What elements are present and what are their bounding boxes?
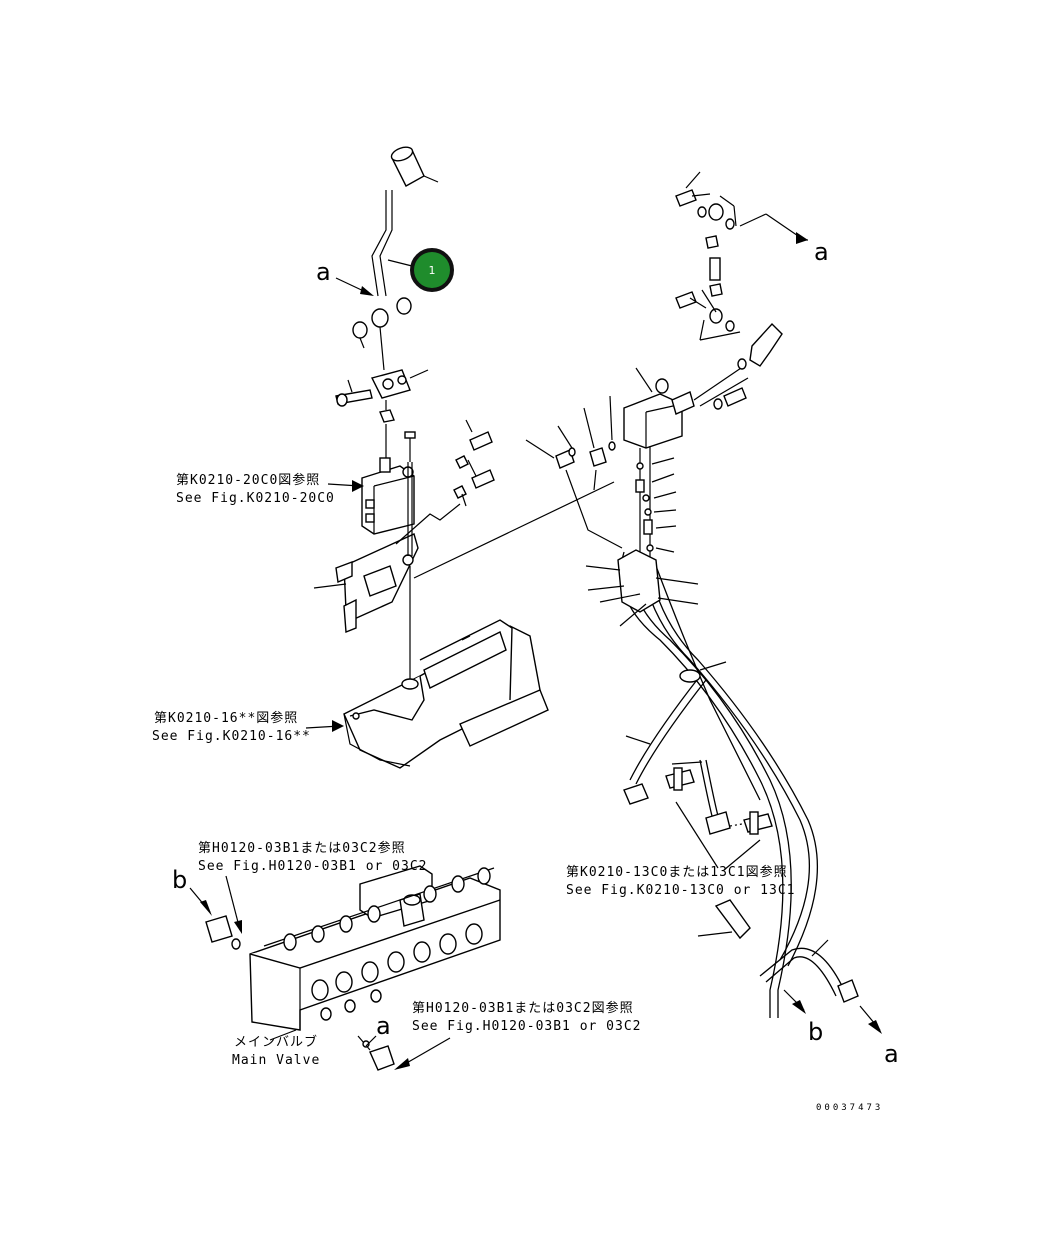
ref-k0210-20c0-en: See Fig.K0210-20C0: [176, 491, 335, 506]
letter-b-left: b: [172, 866, 187, 894]
ref-k0210-16-en: See Fig.K0210-16**: [152, 729, 311, 744]
lever-rod: [371, 190, 393, 297]
callout-number: 1: [429, 264, 436, 277]
arrows: [189, 232, 882, 1070]
lever-grip: [390, 146, 439, 187]
ref-k0210-16-jp: 第K0210-16**図参照: [154, 710, 298, 726]
lever-bracket: [335, 369, 429, 460]
letter-b-bottom: b: [808, 1018, 823, 1046]
callout-badge[interactable]: 1: [387, 248, 454, 292]
console-base: [343, 619, 549, 769]
pilot-valve: [525, 358, 749, 560]
hose-fittings: [623, 767, 859, 1003]
letter-a-bottom: a: [884, 1040, 899, 1068]
ref-h0120-bottom-jp: 第H0120-03B1または03C2図参照: [412, 1000, 634, 1016]
small-bolts: [404, 419, 495, 507]
hose-bundle: [585, 549, 845, 1018]
ref-h0120-top-jp: 第H0120-03B1または03C2参照: [198, 840, 406, 856]
fittings-column: [565, 457, 677, 553]
upper-linkage: [675, 171, 805, 367]
letter-a-top-left: a: [316, 258, 331, 286]
ref-k0210-13-jp: 第K0210-13C0または13C1図参照: [566, 864, 788, 880]
mount-plate: [313, 462, 461, 680]
ref-h0120-top-en: See Fig.H0120-03B1 or 03C2: [198, 859, 428, 874]
lever-collar: [352, 297, 412, 371]
letter-a-valve: a: [376, 1012, 391, 1040]
valve-spool-caps: [283, 867, 491, 1021]
ref-h0120-bottom-en: See Fig.H0120-03B1 or 03C2: [412, 1019, 642, 1034]
letter-a-top-right: a: [814, 238, 829, 266]
leader-line: [413, 481, 615, 579]
main-valve-block: [205, 865, 501, 1071]
ref-k0210-20c0-jp: 第K0210-20C0図参照: [176, 472, 320, 488]
main-valve-label-jp: メインバルブ: [234, 1034, 318, 1050]
main-valve-label-en: Main Valve: [232, 1053, 320, 1068]
callout-fill: [414, 252, 450, 288]
drawing-number: 00037473: [816, 1103, 883, 1113]
switch-block: [361, 457, 415, 535]
ref-k0210-13-en: See Fig.K0210-13C0 or 13C1: [566, 883, 796, 898]
